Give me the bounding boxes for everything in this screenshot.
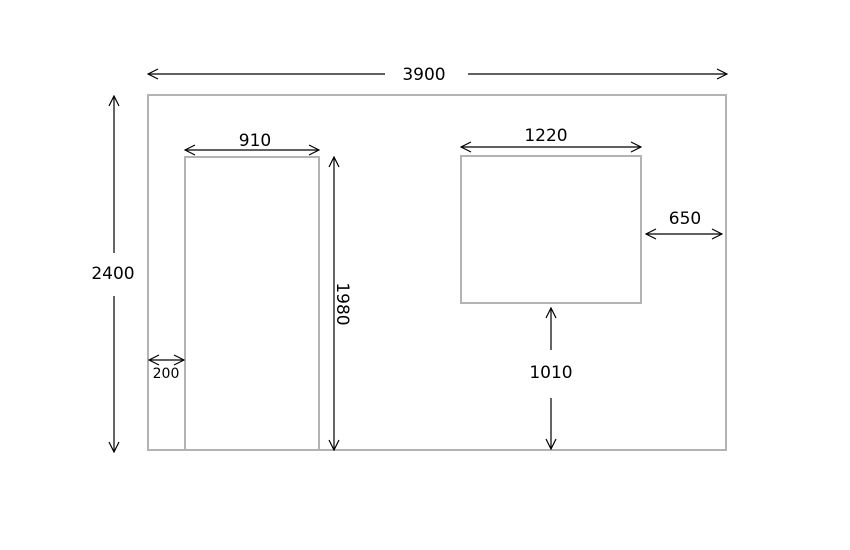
dimension-window-sill: 1010: [529, 308, 573, 449]
wall-width-label: 3900: [402, 65, 445, 85]
door-height-label: 1980: [332, 282, 352, 325]
door-width-label: 910: [239, 131, 271, 151]
window-width-label: 1220: [524, 126, 567, 146]
door-offset-label: 200: [153, 366, 180, 382]
dimension-window-width: 1220: [461, 126, 641, 147]
door-outline: [184, 156, 320, 451]
window-outline: [460, 155, 642, 304]
dimension-wall-height: 2400: [91, 96, 135, 452]
dimension-door-height: 1980: [332, 157, 352, 450]
window-sill-label: 1010: [529, 363, 572, 383]
dimension-window-offset: 650: [646, 209, 722, 234]
window-offset-label: 650: [669, 209, 701, 229]
wall-outline: [147, 94, 727, 451]
dimension-wall-width: 3900: [148, 65, 727, 85]
wall-height-label: 2400: [91, 264, 134, 284]
dimension-door-offset: 200: [149, 360, 184, 382]
dimension-door-width: 910: [185, 131, 319, 151]
